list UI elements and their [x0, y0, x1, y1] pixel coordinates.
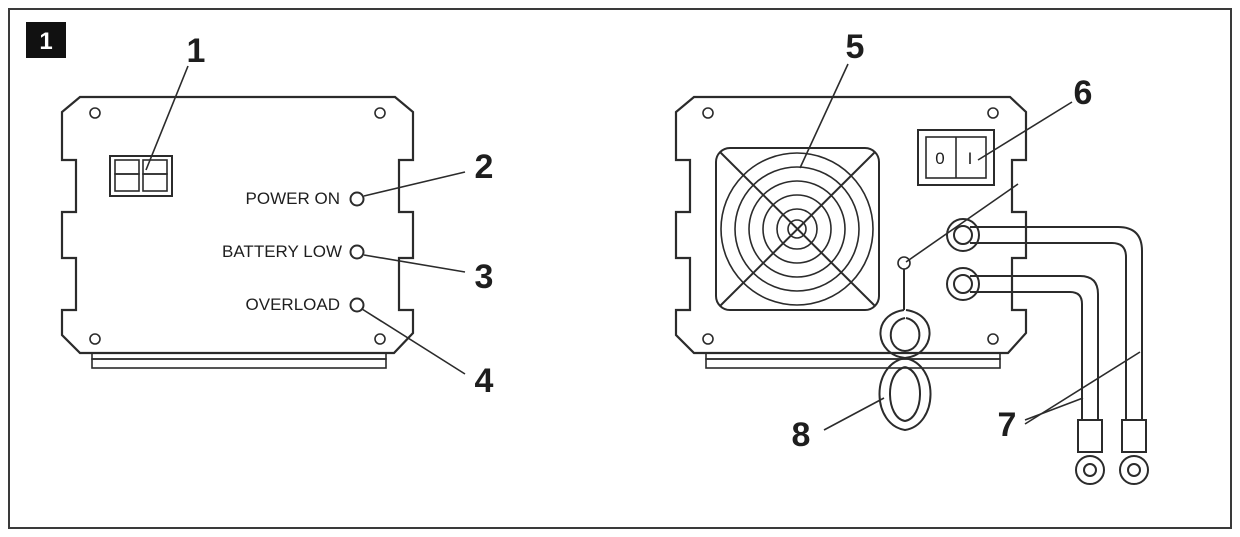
callout-8: 8 [792, 397, 885, 454]
callout-8-number: 8 [792, 416, 811, 454]
figure-badge-label: 1 [39, 28, 52, 55]
callout-1-number: 1 [187, 32, 206, 70]
callout-2: 2 [363, 148, 494, 197]
dc-connector-contact-right [142, 173, 168, 192]
battery-cable-long-outer [970, 226, 1143, 420]
front-screw-top-left [89, 107, 101, 119]
ring-terminal-right-crimp [1121, 419, 1147, 453]
ring-terminal-right-hole [1127, 463, 1141, 477]
callout-8-leader [823, 397, 885, 431]
dc-connector [109, 155, 173, 197]
led-overload [349, 297, 365, 313]
rear-panel: 0 I [674, 95, 1028, 369]
callout-5: 5 [799, 28, 865, 169]
front-screw-bottom-left [89, 333, 101, 345]
callout-7-leader-b [1024, 351, 1141, 425]
dc-connector-contact-left [114, 173, 140, 192]
rear-screw-bottom-right [987, 333, 999, 345]
front-screw-bottom-right [374, 333, 386, 345]
ring-terminal-right [1119, 419, 1149, 485]
cable-grommet-upper [946, 218, 980, 252]
battery-cables [970, 226, 1149, 485]
fan-guard-ring-1 [720, 152, 874, 306]
led-power-on [349, 191, 365, 207]
callout-6: 6 [905, 74, 1093, 263]
callout-5-leader [799, 63, 849, 169]
front-panel-housing [60, 95, 415, 355]
fan-housing [715, 147, 880, 311]
rear-panel-housing [674, 95, 1028, 355]
battery-cable-long-inner [970, 242, 1127, 420]
fan-guard-spoke-b [719, 151, 876, 307]
front-panel: POWER ON BATTERY LOW OVERLOAD [60, 95, 415, 369]
rear-screw-bottom-left [702, 333, 714, 345]
ground-wire [878, 269, 932, 432]
callout-2-number: 2 [475, 148, 494, 186]
cooling-fan [715, 147, 880, 311]
ring-terminal-left-crimp [1077, 419, 1103, 453]
callout-7-number: 7 [998, 406, 1017, 444]
callout-3: 3 [363, 254, 494, 296]
ring-terminal-left-ring [1075, 455, 1105, 485]
ground-wire-coil-lower-inner [889, 366, 921, 423]
callout-4-leader [361, 308, 466, 375]
power-switch-bezel [917, 129, 995, 186]
callout-1-leader [145, 65, 189, 171]
callout-6-ground-leader [905, 183, 1019, 263]
callout-6-leader [977, 101, 1073, 161]
callout-1: 1 [145, 32, 206, 171]
callout-4-number: 4 [475, 362, 494, 400]
ring-terminal-right-ring [1119, 455, 1149, 485]
fan-guard-ring-4 [762, 194, 832, 264]
led-battery-low [349, 244, 365, 260]
power-switch: 0 I [917, 129, 995, 186]
front-screw-top-right [374, 107, 386, 119]
dc-connector-housing [109, 155, 173, 197]
fan-hub [787, 219, 807, 239]
power-switch-off-label: 0 [935, 149, 944, 168]
power-switch-on-label: I [968, 149, 973, 168]
led-label-power-on: POWER ON [246, 189, 340, 208]
fan-guard-ring-2 [734, 166, 860, 292]
cable-grommet-lower [946, 267, 980, 301]
ring-terminal-left [1075, 419, 1105, 485]
figure-badge-bg [26, 22, 66, 58]
callout-7-leader-a [1024, 397, 1084, 421]
callout-5-number: 5 [846, 28, 865, 66]
ground-wire-coil-upper-inner [889, 317, 921, 353]
callout-3-number: 3 [475, 258, 494, 296]
front-base-rail-lower [91, 358, 387, 369]
battery-cable-short-outer [970, 275, 1099, 420]
cable-grommet-lower-inner [953, 274, 973, 294]
ground-wire-coil-lower-outer [878, 357, 932, 432]
callout-2-leader [363, 171, 466, 197]
figure-badge: 1 [26, 22, 66, 58]
callout-6-number: 6 [1074, 74, 1093, 112]
callout-3-leader [363, 254, 466, 273]
callout-4: 4 [361, 308, 494, 400]
callout-7: 7 [998, 351, 1141, 444]
rear-base-rail-lower [705, 358, 1001, 369]
cable-grommet-upper-inner [953, 225, 973, 245]
battery-cable-short-inner [970, 291, 1083, 420]
ground-terminal [897, 256, 911, 270]
ring-terminal-left-hole [1083, 463, 1097, 477]
fan-guard-ring-3 [748, 180, 846, 278]
rear-screw-top-left [702, 107, 714, 119]
led-label-battery-low: BATTERY LOW [222, 242, 342, 261]
fan-guard-ring-5 [776, 208, 818, 250]
rear-screw-top-right [987, 107, 999, 119]
led-label-overload: OVERLOAD [246, 295, 340, 314]
